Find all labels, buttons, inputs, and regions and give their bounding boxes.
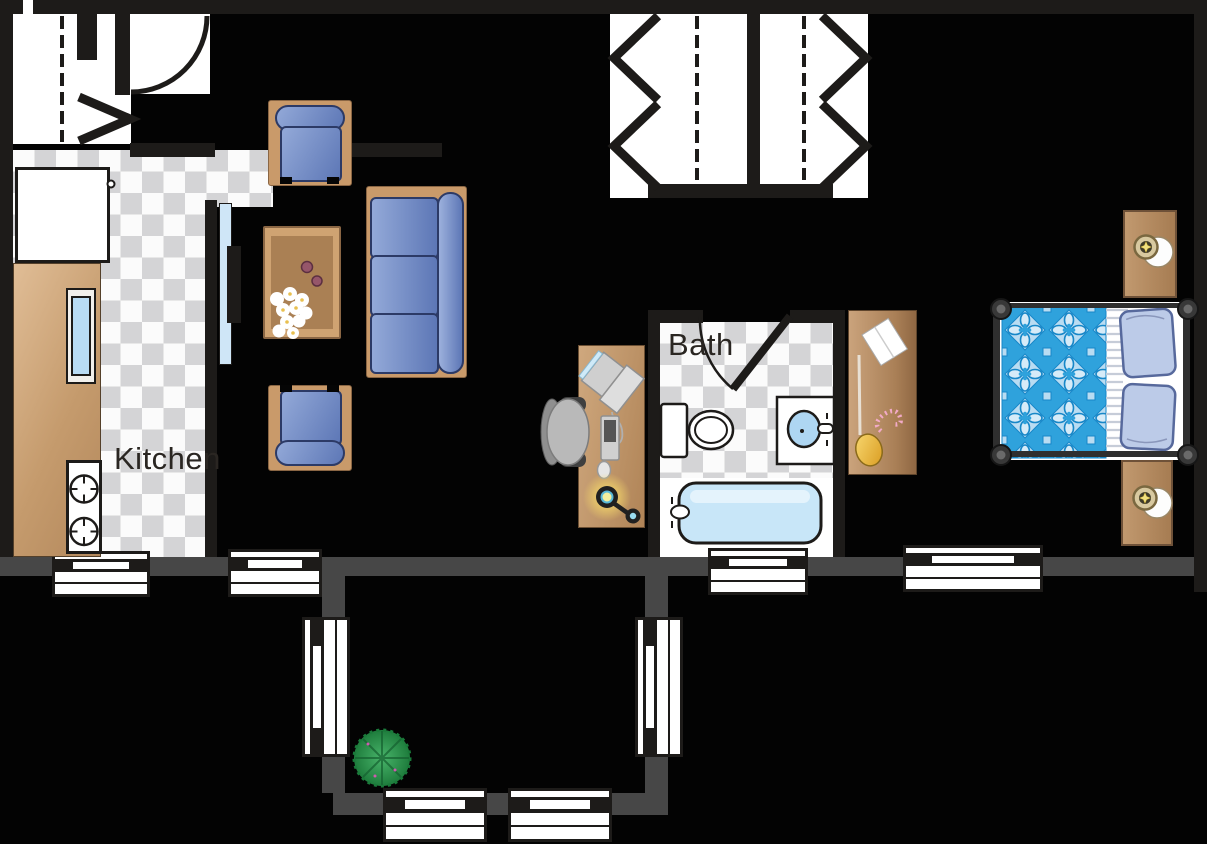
sofa-cushion-3	[370, 313, 439, 374]
stove	[66, 460, 102, 554]
sofa-backrest	[437, 192, 464, 374]
armchair-top-foot-gap2	[327, 177, 339, 184]
sofa-cushion-2	[370, 255, 439, 317]
entry-closet-stub-wall	[77, 14, 97, 60]
living-window	[228, 549, 322, 597]
entry-divider-wall	[115, 14, 130, 95]
armchair-bottom-foot-gap2	[327, 385, 339, 392]
wall-top-gap	[23, 0, 33, 14]
bedroom-window	[903, 545, 1043, 592]
dresser	[848, 310, 917, 475]
bath-window	[708, 548, 808, 595]
bath-right-wall	[833, 310, 845, 557]
kitchen-window	[52, 551, 150, 597]
sheet-fringe	[1106, 308, 1128, 456]
quilt	[1001, 305, 1107, 459]
bath-top-wall-left	[648, 310, 703, 323]
balcony-bottom-window-2	[508, 788, 612, 842]
nightstand-bottom	[1121, 460, 1173, 546]
bed-posts	[990, 298, 1199, 466]
closet-floor	[610, 14, 868, 198]
entry-closet-floor	[13, 14, 131, 144]
entry-floor	[130, 14, 210, 94]
refrigerator	[15, 167, 110, 263]
coffee-table-top	[271, 236, 333, 329]
balcony-right-window	[635, 617, 683, 757]
armchair-bottom-foot-gap	[280, 385, 292, 392]
armchair-top-foot-gap	[280, 177, 292, 184]
nightstand-top	[1123, 210, 1177, 298]
wall-top	[0, 0, 1207, 14]
balcony-bottom-window-1	[383, 788, 487, 842]
armchair-top-seat	[280, 126, 342, 182]
bed	[990, 298, 1199, 466]
bed-sheet	[996, 302, 1183, 460]
armchair-bottom-back-cushion	[275, 440, 345, 466]
potted-plant	[352, 728, 412, 788]
balcony-left-window	[302, 617, 350, 757]
kitchen-label: Kitchen	[114, 441, 221, 476]
wall-right	[1194, 0, 1207, 592]
wall-left	[0, 0, 13, 576]
pillow-bottom	[1119, 382, 1177, 452]
desk	[578, 345, 645, 528]
kitchen-right-wall	[205, 200, 217, 557]
pillow-top	[1118, 307, 1177, 379]
sofa-cushion-1	[370, 197, 439, 259]
bath-tub-alcove-floor	[660, 478, 833, 557]
closet-bottom-wall	[648, 184, 833, 198]
kitchen-top-wall	[130, 143, 215, 157]
bath-label: Bath	[668, 327, 734, 362]
bath-top-wall-right	[790, 310, 845, 323]
armchair-bottom-seat	[280, 390, 342, 446]
bath-left-wall	[648, 310, 660, 557]
bed-frame	[993, 303, 1190, 457]
pass-through-ledge	[227, 246, 241, 323]
kitchen-doorway-tile	[217, 150, 273, 207]
kitchen-sink-basin	[71, 296, 91, 376]
closet-center-wall	[747, 14, 760, 198]
